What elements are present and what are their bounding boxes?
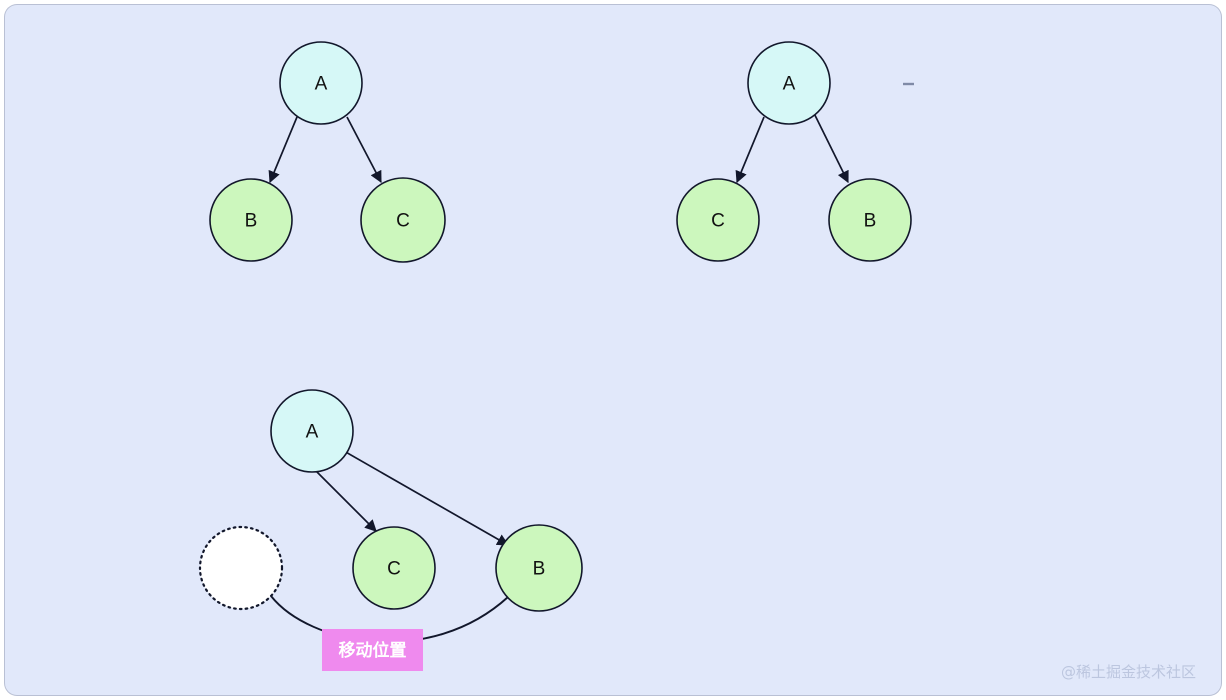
badge-label: 移动位置 <box>339 640 407 661</box>
edge-a-to-b <box>329 442 510 546</box>
node-b-swapped[interactable]: B <box>828 178 912 262</box>
watermark: @稀土掘金技术社区 <box>1061 663 1196 681</box>
node-a-swapped[interactable]: A <box>747 41 831 125</box>
edge-a-to-c <box>346 116 382 184</box>
node-circle <box>360 177 446 263</box>
panel-move-operation: A C B 移动位置 <box>198 389 583 671</box>
node-c-swapped[interactable]: C <box>676 178 760 262</box>
node-b-move[interactable]: B <box>495 524 583 612</box>
node-circle <box>747 41 831 125</box>
panel-initial-tree: A B C <box>209 41 446 263</box>
node-circle <box>352 526 436 610</box>
node-circle <box>495 524 583 612</box>
badge-background <box>322 629 423 671</box>
node-placeholder-slot[interactable] <box>198 525 284 611</box>
node-c-initial[interactable]: C <box>360 177 446 263</box>
node-circle-dotted <box>198 525 284 611</box>
node-circle <box>828 178 912 262</box>
node-a-move[interactable]: A <box>270 389 354 473</box>
node-c-move[interactable]: C <box>352 526 436 610</box>
edge-a-to-b <box>268 116 298 184</box>
node-b-initial[interactable]: B <box>209 178 293 262</box>
node-circle <box>270 389 354 473</box>
panel-swapped-tree: A C B <box>676 41 914 262</box>
node-circle <box>676 178 760 262</box>
node-circle <box>209 178 293 262</box>
edge-a-to-c <box>735 116 765 184</box>
node-a-initial[interactable]: A <box>279 41 363 125</box>
move-position-badge[interactable]: 移动位置 <box>322 629 423 671</box>
node-circle <box>279 41 363 125</box>
